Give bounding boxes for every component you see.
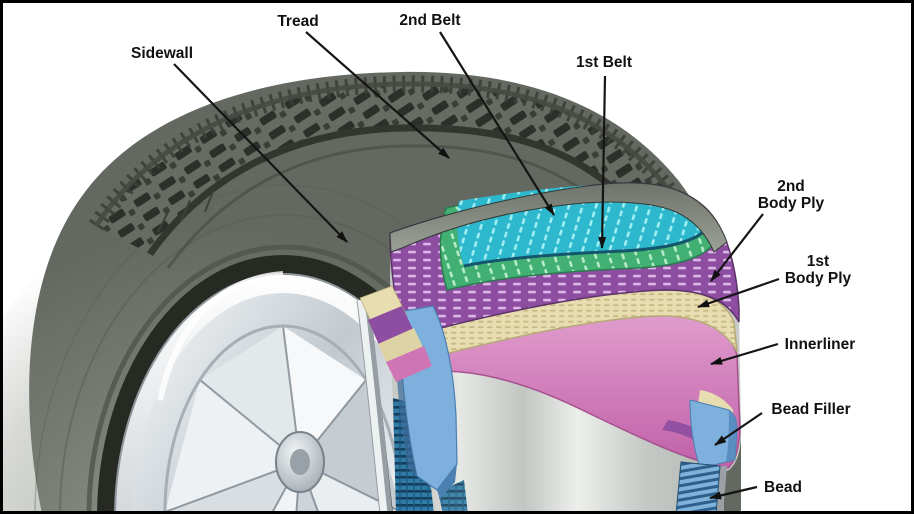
label-sidewall: Sidewall — [131, 45, 193, 62]
label-body-ply1-line2: Body Ply — [785, 270, 852, 287]
near-edge-ply-slivers — [359, 285, 432, 382]
bead-filler-right-facet — [726, 410, 737, 462]
leader-bead-filler — [714, 412, 763, 446]
leader-innerliner — [710, 342, 779, 366]
label-bead-filler: Bead Filler — [771, 401, 850, 418]
leader-belt2 — [439, 31, 555, 216]
rim-flange-highlight — [357, 299, 388, 514]
leader-body-ply2 — [710, 213, 764, 282]
leader-belt1 — [598, 75, 607, 249]
sidewall-rim-groove — [86, 244, 484, 514]
label-belt2: 2nd Belt — [399, 12, 460, 29]
sidewall-arc-outer — [34, 184, 536, 514]
bead-right — [675, 461, 721, 514]
label-innerliner: Innerliner — [785, 336, 856, 353]
leader-body-ply1 — [697, 277, 780, 309]
bead-left-secondary — [438, 480, 468, 514]
sidewall-rib-line — [166, 144, 620, 269]
label-belt1: 1st Belt — [576, 54, 632, 71]
wheel-spokes — [164, 325, 402, 514]
label-body-ply1-line1: 1st — [807, 253, 829, 270]
wheel-lip-glint — [157, 271, 284, 401]
label-tread: Tread — [277, 13, 318, 30]
annotations — [173, 31, 780, 500]
cutaway-section — [359, 182, 741, 514]
leader-bead — [709, 485, 758, 500]
wheel-hub-cap — [290, 449, 310, 475]
leader-tread — [305, 31, 450, 159]
label-body-ply2-line1: 2nd — [777, 178, 805, 195]
label-body-ply2-line2: Body Ply — [758, 195, 825, 212]
sidewall-tick-marks — [157, 190, 214, 233]
label-bead: Bead — [764, 479, 802, 496]
sidewall-arc-mid — [59, 214, 511, 514]
tread-cut-face — [389, 182, 728, 253]
bead-filler-left-facet — [437, 464, 457, 499]
second-belt-edge — [463, 231, 703, 268]
label-texts: Sidewall Tread 2nd Belt 1st Belt 2nd Bod… — [131, 12, 855, 496]
leader-sidewall — [173, 63, 348, 243]
